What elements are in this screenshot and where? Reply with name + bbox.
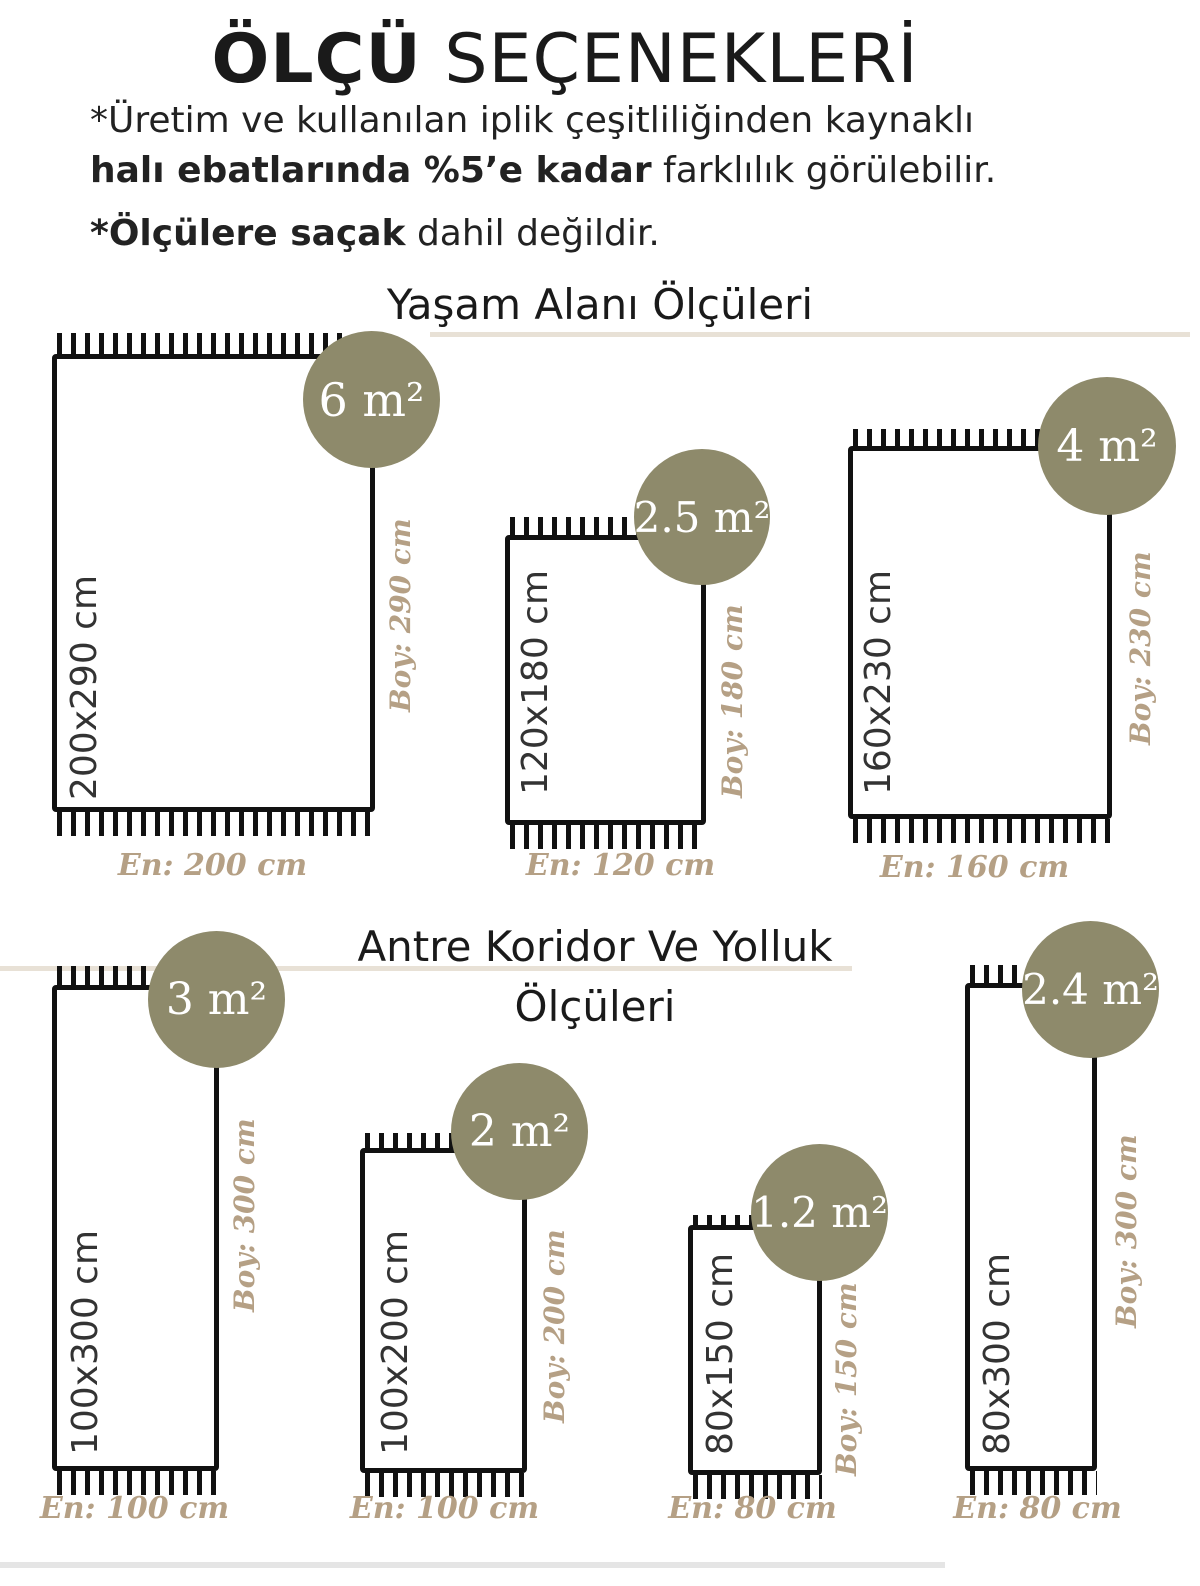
rug7-bottom-fringe: [970, 1471, 1097, 1495]
rug7-size-label: 80x300 cm: [977, 1252, 1018, 1455]
note-line1: *Üretim ve kullanılan iplik çeşitliliğin…: [90, 100, 975, 141]
rug3-bottom-fringe: [853, 819, 1112, 843]
rug2-area-badge: 2.5 m²: [634, 449, 770, 585]
rug5-outline: [360, 1148, 527, 1473]
title-part1: ÖLÇÜ: [211, 20, 422, 99]
rug3-length-label: Boy: 230 cm: [1124, 551, 1157, 745]
section2-title-line2: Ölçüleri: [514, 982, 676, 1031]
section1-title-main: Yaşam Alanı: [386, 280, 639, 329]
rug7-length-label: Boy: 300 cm: [1110, 1134, 1143, 1328]
section2-divider: [0, 966, 852, 971]
rug5-area-badge: 2 m²: [451, 1063, 588, 1200]
note-line2: halı ebatlarında %5’e kadar farklılık gö…: [90, 150, 996, 191]
rug1-width-label: En: 200 cm: [117, 848, 308, 883]
rug4-width-label: En: 100 cm: [39, 1491, 230, 1526]
rug2-width-label: En: 120 cm: [525, 848, 716, 883]
rug3-outline: [848, 446, 1112, 819]
rug3-area-badge: 4 m²: [1038, 377, 1176, 515]
rug5-bottom-fringe: [365, 1473, 527, 1497]
rug2-outline: [505, 535, 706, 825]
rug6-width-label: En: 80 cm: [668, 1491, 837, 1526]
rug2-length-label: Boy: 180 cm: [716, 604, 749, 798]
rug1-bottom-fringe: [57, 812, 375, 836]
section1-title-rest: Ölçüleri: [638, 280, 814, 329]
rug4-length-label: Boy: 300 cm: [228, 1118, 261, 1312]
rug3-width-label: En: 160 cm: [879, 850, 1070, 885]
note-line2-rest: farklılık görülebilir.: [651, 150, 997, 191]
rug1-length-label: Boy: 290 cm: [384, 518, 417, 712]
note-line3-bold: *Ölçülere saçak: [90, 213, 406, 254]
title-part2: SEÇENEKLERİ: [444, 20, 919, 99]
rug3-size-label: 160x230 cm: [858, 569, 899, 795]
rug4-area-badge: 3 m²: [148, 931, 285, 1068]
note-line2-bold: halı ebatlarında %5’e kadar: [90, 150, 652, 191]
footer-divider: [0, 1562, 945, 1568]
rug2-size-label: 120x180 cm: [515, 569, 556, 795]
rug1-area-badge: 6 m²: [303, 331, 440, 468]
rug6-area-badge: 1.2 m²: [751, 1144, 888, 1281]
section1-title: Yaşam Alanı Ölçüleri: [300, 280, 900, 329]
rug7-area-badge: 2.4 m²: [1022, 921, 1159, 1058]
rug5-length-label: Boy: 200 cm: [538, 1229, 571, 1423]
rug7-outline: [965, 983, 1097, 1471]
page-title: ÖLÇÜ SEÇENEKLERİ: [0, 20, 1130, 99]
rug5-width-label: En: 100 cm: [349, 1491, 540, 1526]
rug5-size-label: 100x200 cm: [375, 1229, 416, 1455]
rug6-size-label: 80x150 cm: [700, 1252, 741, 1455]
note-line3-rest: dahil değildir.: [405, 213, 660, 254]
rug2-bottom-fringe: [510, 825, 706, 849]
section2-title-line1: Antre Koridor Ve Yolluk: [357, 922, 833, 971]
rug7-width-label: En: 80 cm: [953, 1491, 1122, 1526]
section1-divider: [430, 332, 1190, 337]
rug1-top-fringe: [57, 333, 347, 357]
rug4-outline: [52, 985, 219, 1471]
note-line3: *Ölçülere saçak dahil değildir.: [90, 213, 660, 254]
rug4-size-label: 100x300 cm: [65, 1229, 106, 1455]
rug1-size-label: 200x290 cm: [64, 574, 105, 800]
rug4-bottom-fringe: [57, 1471, 219, 1495]
rug6-length-label: Boy: 150 cm: [830, 1282, 863, 1476]
rug6-bottom-fringe: [693, 1475, 822, 1499]
